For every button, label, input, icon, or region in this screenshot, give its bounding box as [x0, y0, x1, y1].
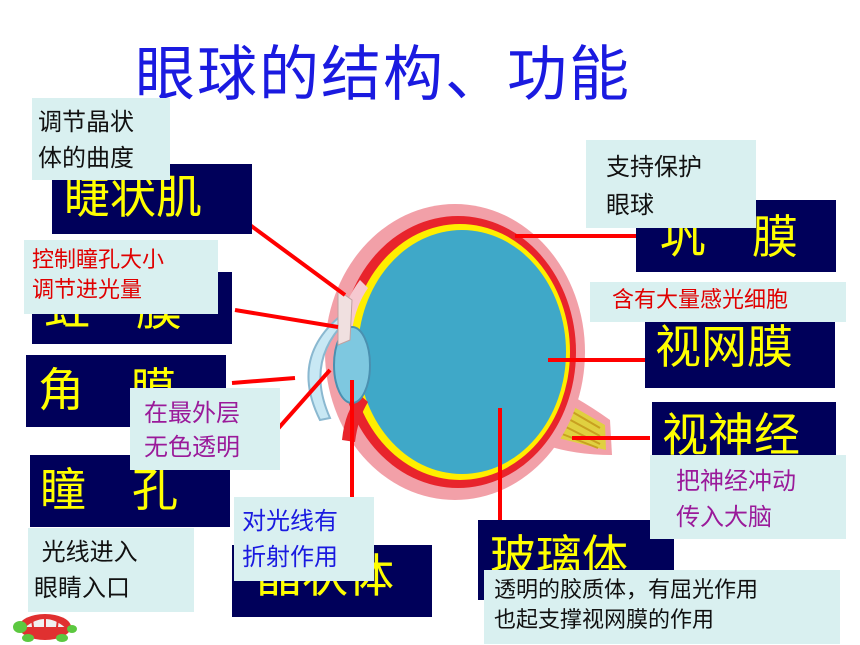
label-retina: 视网膜	[645, 316, 835, 388]
note-sclera: 支持保护 眼球	[586, 140, 756, 228]
page-title: 眼球的结构、功能	[135, 40, 631, 110]
note-iris: 控制瞳孔大小 调节进光量	[24, 240, 218, 314]
note-lens: 对光线有 折射作用	[234, 497, 374, 581]
vitreous-shape	[358, 230, 566, 474]
note-cornea: 在最外层 无色透明	[130, 388, 280, 470]
note-vitreous: 透明的胶质体，有屈光作用 也起支撑视网膜的作用	[484, 570, 840, 644]
note-pupil: 光线进入 眼睛入口	[28, 528, 194, 612]
note-retina: 含有大量感光细胞	[590, 282, 846, 322]
turtle-icon[interactable]	[10, 605, 80, 643]
note-ciliary-muscle: 调节晶状 体的曲度	[32, 98, 170, 180]
pointer-lines	[231, 223, 650, 540]
iris-shape	[337, 289, 353, 346]
note-optic-nerve: 把神经冲动 传入大脑	[650, 455, 846, 539]
cornea-shape	[307, 316, 347, 422]
